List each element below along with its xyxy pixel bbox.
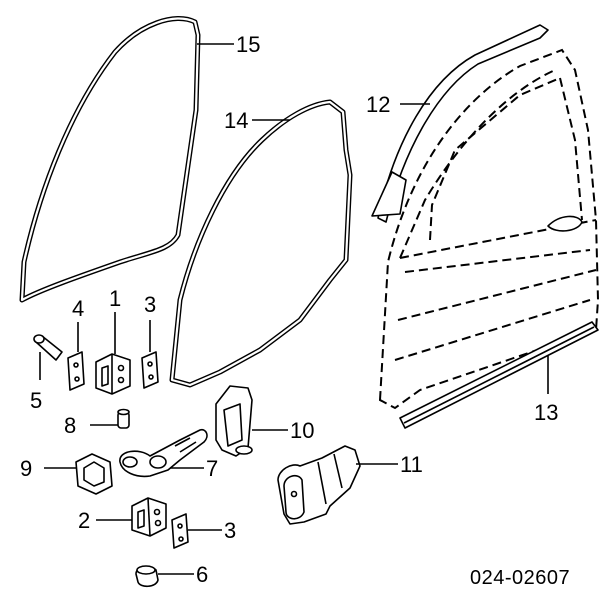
part-10-check-bracket <box>215 385 253 457</box>
part-7-check-strap <box>119 428 208 478</box>
part-5-pin <box>33 334 63 361</box>
callout-3-lower: 3 <box>224 518 236 543</box>
part-1-hinge <box>95 353 131 395</box>
part-2-hinge-lower <box>131 497 167 537</box>
part-14-seal-door <box>169 99 353 388</box>
callout-15: 15 <box>236 32 260 57</box>
part-15-seal-outer <box>19 16 201 303</box>
part-4-bracket <box>67 351 85 391</box>
part-11-lock-housing <box>277 445 361 525</box>
callout-10: 10 <box>290 418 314 443</box>
part-3-plate-lower <box>171 513 189 549</box>
part-6-plug <box>135 565 159 588</box>
callout-9: 9 <box>20 456 32 481</box>
callout-1: 1 <box>109 286 121 311</box>
part-8-bushing <box>117 408 130 429</box>
callout-6: 6 <box>196 562 208 587</box>
leader-lines <box>39 43 549 575</box>
callout-2: 2 <box>78 508 90 533</box>
callout-8: 8 <box>64 413 76 438</box>
part-12-window-seal <box>371 24 549 223</box>
part-3-plate-upper <box>141 351 159 389</box>
part-9-clip <box>75 453 113 495</box>
callout-4: 4 <box>72 296 84 321</box>
callout-11: 11 <box>400 452 423 477</box>
callout-13: 13 <box>534 400 558 425</box>
callout-12: 12 <box>366 92 390 117</box>
callout-14: 14 <box>224 108 248 133</box>
part-13-door-and-moulding <box>378 48 600 429</box>
callout-3-upper: 3 <box>144 292 156 317</box>
figure-code: 024-02607 <box>470 567 570 589</box>
callout-labels: 15 14 12 13 4 1 3 5 8 10 9 7 11 2 3 6 02… <box>20 32 570 589</box>
callout-7: 7 <box>206 456 218 481</box>
callout-5: 5 <box>30 388 42 413</box>
